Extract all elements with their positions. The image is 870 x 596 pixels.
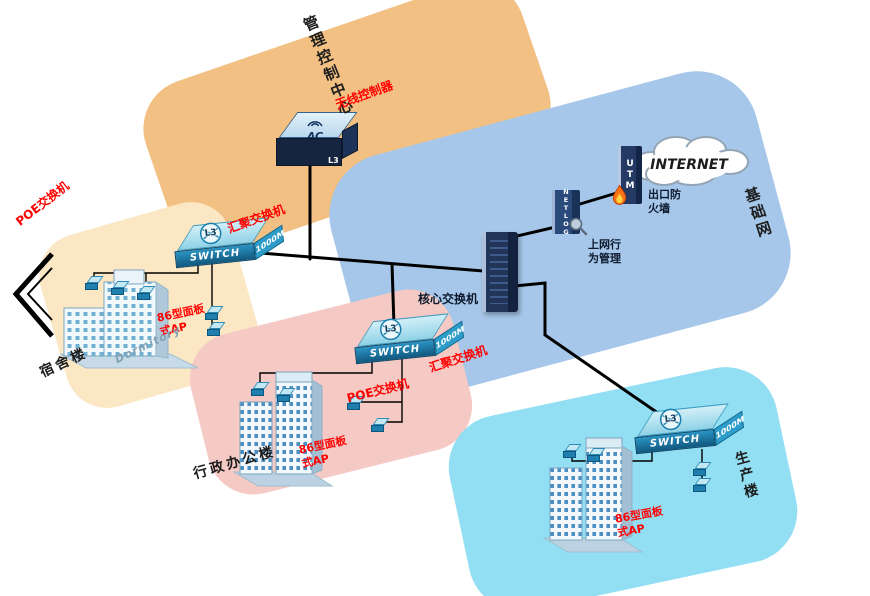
ac-wireless-controller-device: AC L3 (272, 112, 358, 174)
panel-ap (692, 462, 712, 477)
core-switch-device (482, 232, 518, 312)
internet-label: INTERNET (650, 157, 729, 173)
l3-routing-icon: L3 (198, 220, 224, 246)
netlog-device: NETLOG (552, 188, 588, 236)
label-poe-switch-dormitory: POE交换机 (13, 178, 72, 229)
panel-ap (136, 286, 156, 301)
panel-ap (586, 448, 606, 463)
office-building (232, 371, 334, 487)
panel-ap (370, 418, 390, 433)
utm-firewall-device: UTM (612, 146, 642, 205)
panel-ap (110, 281, 130, 296)
l3-routing-icon: L3 (658, 406, 684, 432)
wifi-icon (307, 121, 323, 127)
magnifier-icon (569, 217, 588, 236)
panel-ap (250, 382, 270, 397)
utm-name: UTM (625, 158, 635, 192)
flame-icon (612, 185, 627, 205)
label-behavior-management: 上网行为管理 (588, 238, 621, 266)
core-switch-slots (490, 240, 508, 304)
dormitory-building (59, 269, 199, 369)
panel-ap (276, 388, 296, 403)
panel-ap (206, 322, 226, 337)
l3-routing-icon: L3 (378, 316, 404, 342)
dormitory-aggregation-switch: L3 SWITCH 1000M (166, 216, 285, 274)
netlog-name: NETLOG (562, 188, 570, 236)
ac-l3-badge: L3 (328, 156, 339, 165)
label-exit-firewall: 出口防火墙 (648, 188, 681, 216)
panel-ap (84, 276, 104, 291)
panel-ap (562, 444, 582, 459)
panel-ap (692, 478, 712, 493)
label-core-switch: 核心交换机 (418, 292, 479, 306)
